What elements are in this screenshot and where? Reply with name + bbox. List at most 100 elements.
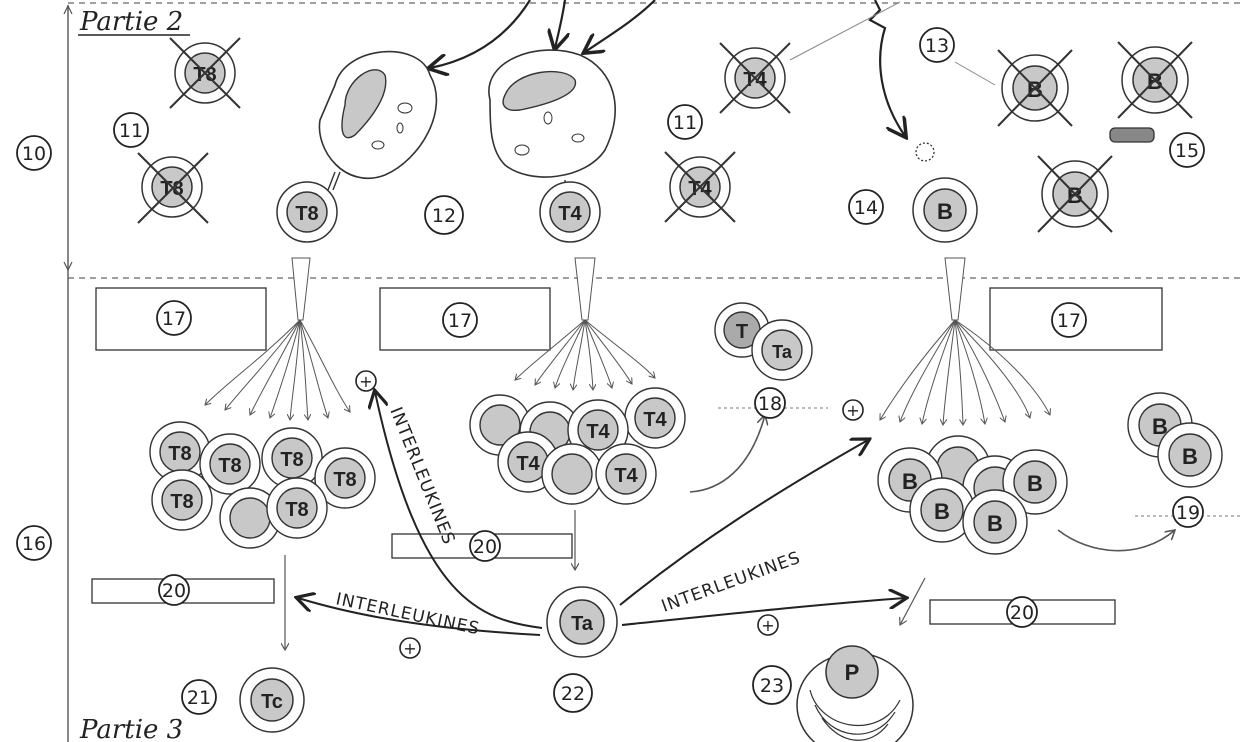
svg-text:+: + xyxy=(846,401,859,420)
svg-text:14: 14 xyxy=(854,197,878,219)
svg-text:P: P xyxy=(845,660,860,685)
proliferation-fan-t4 xyxy=(515,257,655,390)
svg-text:B: B xyxy=(1147,69,1163,94)
line-13-to-b xyxy=(954,61,996,86)
svg-text:B: B xyxy=(1067,183,1083,208)
antibody-bar xyxy=(1109,127,1155,143)
t8-cell-presenting: T8 xyxy=(276,181,338,243)
number-13: 13 xyxy=(919,27,955,63)
number-20-left: 20 xyxy=(158,574,190,606)
b-clone-group: B B B B xyxy=(877,435,1068,555)
number-19: 19 xyxy=(1172,496,1204,528)
svg-text:T4: T4 xyxy=(516,453,540,475)
svg-text:B: B xyxy=(987,511,1003,536)
svg-text:17: 17 xyxy=(448,310,472,332)
svg-text:T: T xyxy=(736,321,748,343)
axis-arrow-ticks xyxy=(63,4,73,272)
b-cell-crossed-3: B xyxy=(1037,155,1113,233)
partie2-title: Partie 2 xyxy=(79,7,183,37)
svg-text:T8: T8 xyxy=(280,449,303,471)
svg-text:10: 10 xyxy=(22,143,46,165)
number-23: 23 xyxy=(752,665,792,705)
svg-text:T8: T8 xyxy=(170,491,193,513)
number-17-right: 17 xyxy=(1051,302,1087,338)
svg-text:Ta: Ta xyxy=(571,613,594,635)
arrow-interleukines-to-t8-clone xyxy=(375,392,543,629)
plasmocyte-cell: P xyxy=(796,645,914,742)
svg-text:19: 19 xyxy=(1176,502,1200,524)
arrow-to-macrophage-right-a xyxy=(555,0,565,48)
svg-text:+: + xyxy=(359,372,372,391)
antigen-particle xyxy=(915,142,935,162)
arrow-to-antigen xyxy=(868,0,905,136)
plus-sign-plasmocyte: + xyxy=(757,614,779,636)
svg-text:T4: T4 xyxy=(614,465,638,487)
svg-text:+: + xyxy=(403,639,416,658)
svg-text:11: 11 xyxy=(119,120,143,142)
number-11-left: 11 xyxy=(113,112,149,148)
svg-text:B: B xyxy=(1182,444,1198,469)
macrophage-left xyxy=(318,50,438,191)
plus-sign-b-clone: + xyxy=(842,399,864,421)
svg-text:Tc: Tc xyxy=(261,691,283,713)
arrow-interleukines-to-tc xyxy=(298,598,541,636)
number-14: 14 xyxy=(848,189,884,225)
b-cell-crossed-1: B xyxy=(997,49,1073,127)
svg-text:B: B xyxy=(1152,414,1168,439)
proliferation-fan-b xyxy=(880,257,1050,425)
b-cell-crossed-2: B xyxy=(1117,41,1193,119)
macrophage-right xyxy=(488,49,616,188)
b-cell-activated: B xyxy=(912,177,978,243)
arrow-to-memory-t xyxy=(689,415,765,493)
proliferation-fan-t8 xyxy=(205,257,350,420)
number-18: 18 xyxy=(754,387,786,419)
label-interleukines-left: INTERLEUKINES xyxy=(334,589,482,639)
t8-cell-crossed-1: T8 xyxy=(169,37,241,109)
svg-text:17: 17 xyxy=(1057,310,1081,332)
thin-line-to-t4 xyxy=(789,1,901,61)
svg-text:T8: T8 xyxy=(295,203,318,225)
number-12: 12 xyxy=(424,195,464,235)
svg-text:+: + xyxy=(761,616,774,635)
plus-sign-t8: + xyxy=(355,370,377,392)
svg-text:Ta: Ta xyxy=(772,342,793,362)
svg-text:T8: T8 xyxy=(168,443,191,465)
svg-text:17: 17 xyxy=(162,308,186,330)
number-15: 15 xyxy=(1169,132,1205,168)
svg-text:16: 16 xyxy=(22,533,46,555)
arrow-b-to-plasmocyte xyxy=(900,577,926,625)
t4-cell-presenting: T4 xyxy=(539,181,601,243)
number-16: 16 xyxy=(16,525,52,561)
svg-text:T8: T8 xyxy=(285,499,308,521)
number-17-middle: 17 xyxy=(442,302,478,338)
svg-text:T8: T8 xyxy=(333,469,356,491)
svg-text:B: B xyxy=(1027,77,1043,102)
arrow-interleukines-to-plasmocyte xyxy=(621,598,905,626)
number-20-middle: 20 xyxy=(469,530,501,562)
svg-text:T4: T4 xyxy=(558,203,582,225)
svg-text:18: 18 xyxy=(758,393,782,415)
svg-text:20: 20 xyxy=(473,536,497,558)
t4-cell-crossed-1: T4 xyxy=(719,42,791,114)
svg-text:23: 23 xyxy=(760,675,784,697)
arrow-to-memory-b xyxy=(1057,530,1175,552)
ta-helper-cell: Ta xyxy=(546,586,618,658)
number-17-left: 17 xyxy=(156,300,192,336)
arrow-to-macrophage-right-b xyxy=(585,0,656,52)
svg-text:20: 20 xyxy=(1010,602,1034,624)
number-21: 21 xyxy=(181,679,217,715)
t8-clone-group: T8 T8 T8 T8 T8 T8 xyxy=(149,421,376,549)
arrow-interleukines-to-b-clone xyxy=(619,440,868,606)
svg-text:12: 12 xyxy=(432,205,456,227)
number-22: 22 xyxy=(553,673,593,713)
memory-t-pair: T Ta xyxy=(714,302,813,381)
svg-text:B: B xyxy=(934,499,950,524)
memory-b-pair: B B xyxy=(1127,392,1223,488)
arrow-to-macrophage-left xyxy=(430,0,531,68)
number-20-right: 20 xyxy=(1006,596,1038,628)
svg-text:21: 21 xyxy=(187,687,211,709)
t4-cell-crossed-2: T4 xyxy=(664,151,736,223)
svg-text:T8: T8 xyxy=(193,64,216,86)
svg-text:B: B xyxy=(937,199,953,224)
